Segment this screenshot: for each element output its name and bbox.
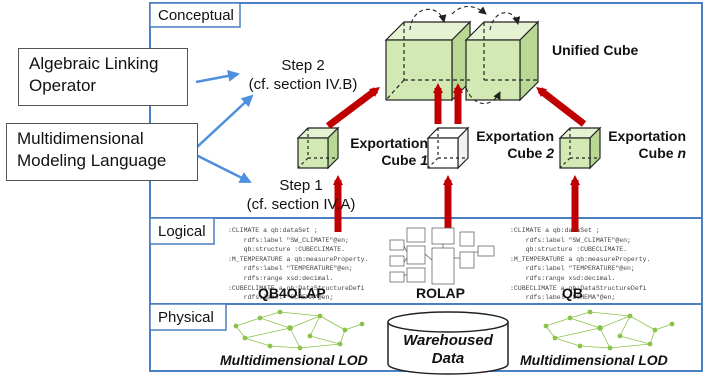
code-line: :M_TEMPERATURE a qb:measureProperty. — [510, 255, 651, 263]
conceptual-label-box — [149, 2, 241, 28]
arrow-algebraic-to-step2 — [195, 69, 240, 84]
step2-ref: (cf. section IV.B) — [248, 76, 358, 93]
export-cube-n-line2-wrap: Cube n — [598, 145, 686, 162]
rotate-arrow-top-left — [409, 8, 447, 31]
mdml-line-2: Modeling Language — [17, 151, 167, 170]
mdml-line-1: Multidimensional — [17, 129, 144, 148]
qb-label: QB — [562, 285, 583, 301]
rolap-schema-diagram — [389, 227, 495, 285]
export-cube-n-index: n — [677, 145, 686, 161]
arrow-mdml-to-step2 — [195, 94, 254, 149]
step1-title: Step 1 — [279, 177, 323, 194]
step1-ref: (cf. section IV.A) — [246, 196, 356, 213]
algebraic-line-1: Algebraic Linking — [29, 54, 159, 73]
arrow-mdml-to-step1 — [195, 153, 252, 184]
code-line: rdfs:label "TEMPERATURE"@en; — [228, 265, 353, 273]
code-line: :CLIMATE a qb:dataSet ; — [510, 227, 600, 234]
logical-label-box — [149, 217, 215, 245]
code-line: qb:structure :CUBECLIMATE. — [510, 246, 628, 254]
arrow-cube1-to-unified — [325, 87, 380, 129]
code-line: :CLIMATE a qb:dataSet ; — [228, 227, 318, 234]
lod-graph-left — [233, 309, 365, 351]
lod-graph-right — [543, 309, 675, 351]
warehouse-cylinder — [387, 311, 509, 375]
code-line: :CUBECLIMATE a qb:DataStructureDefi — [228, 284, 365, 292]
code-line: rdfs:label "SW_CLIMATE"@en; — [510, 236, 631, 244]
export-cube-1-line2-wrap: Cube 1 — [340, 152, 428, 169]
export-cube-2-line2: Cube — [507, 145, 543, 161]
warehoused-line-1: Warehoused — [403, 332, 493, 349]
export-cube-1-line1: Exportation — [350, 135, 428, 151]
layer-label-logical: Logical — [158, 223, 206, 240]
physical-label-box — [149, 303, 227, 331]
export-cube-1-label: Exportation Cube 1 — [340, 135, 428, 169]
warehoused-data-label: Warehoused Data — [400, 332, 496, 368]
step2-label: Step 2 (cf. section IV.B) — [228, 56, 378, 94]
export-cube-2-line2-wrap: Cube 2 — [466, 145, 554, 162]
code-line: rdfs:label "TEMPERATURE"@en; — [510, 265, 635, 273]
export-cube-1-line2: Cube — [381, 152, 417, 168]
export-cube-2-index: 2 — [546, 145, 554, 161]
code-line: rdfs:label "SCHEMA"@en; — [228, 294, 334, 302]
export-cube-1 — [296, 126, 340, 170]
algebraic-line-2: Operator — [29, 76, 97, 95]
lod-label-left: Multidimensional LOD — [220, 352, 368, 368]
warehoused-line-2: Data — [431, 350, 465, 367]
code-line: rdfs:label "SW_CLIMATE"@en; — [228, 236, 349, 244]
export-cube-n — [558, 126, 602, 170]
rotate-arrow-top-right — [489, 12, 521, 31]
rotate-arrow-bottom — [465, 87, 501, 105]
layer-label-physical: Physical — [158, 309, 214, 326]
multidimensional-modeling-language-box: Multidimensional Modeling Language — [6, 123, 198, 181]
arrow-cuben-to-unified — [536, 86, 587, 127]
code-line: rdfs:label "SCHEMA"@en; — [510, 294, 616, 302]
export-cube-1-index: 1 — [420, 152, 428, 168]
algebraic-linking-operator-box: Algebraic Linking Operator — [18, 48, 188, 106]
code-line: :CUBECLIMATE a qb:DataStructureDefi — [510, 284, 647, 292]
rotate-arrow-top-mid — [451, 5, 487, 15]
code-line: rdfs:range xsd:decimal. — [510, 274, 616, 282]
unified-cube — [384, 20, 540, 102]
export-cube-2-label: Exportation Cube 2 — [466, 128, 554, 162]
export-cube-2-line1: Exportation — [476, 128, 554, 144]
step1-label: Step 1 (cf. section IV.A) — [246, 176, 356, 214]
export-cube-n-line2: Cube — [638, 145, 674, 161]
unified-cube-label: Unified Cube — [552, 42, 639, 58]
code-line: qb:structure :CUBECLIMATE. — [228, 246, 346, 254]
code-line: rdfs:range xsd:decimal. — [228, 274, 334, 282]
rolap-label: ROLAP — [416, 285, 465, 301]
export-cube-2 — [426, 126, 470, 170]
export-cube-n-line1: Exportation — [608, 128, 686, 144]
qb4olap-label: QB4OLAP — [258, 285, 326, 301]
step2-title: Step 2 — [281, 57, 325, 74]
code-line: :M_TEMPERATURE a qb:measureProperty. — [228, 255, 369, 263]
qb4olap-code-snippet: :CLIMATE a qb:dataSet ; rdfs:label "SW_C… — [228, 226, 368, 303]
export-cube-n-label: Exportation Cube n — [598, 128, 686, 162]
layer-label-conceptual: Conceptual — [158, 7, 234, 24]
lod-label-right: Multidimensional LOD — [520, 352, 668, 368]
qb-code-snippet: :CLIMATE a qb:dataSet ; rdfs:label "SW_C… — [510, 226, 650, 303]
